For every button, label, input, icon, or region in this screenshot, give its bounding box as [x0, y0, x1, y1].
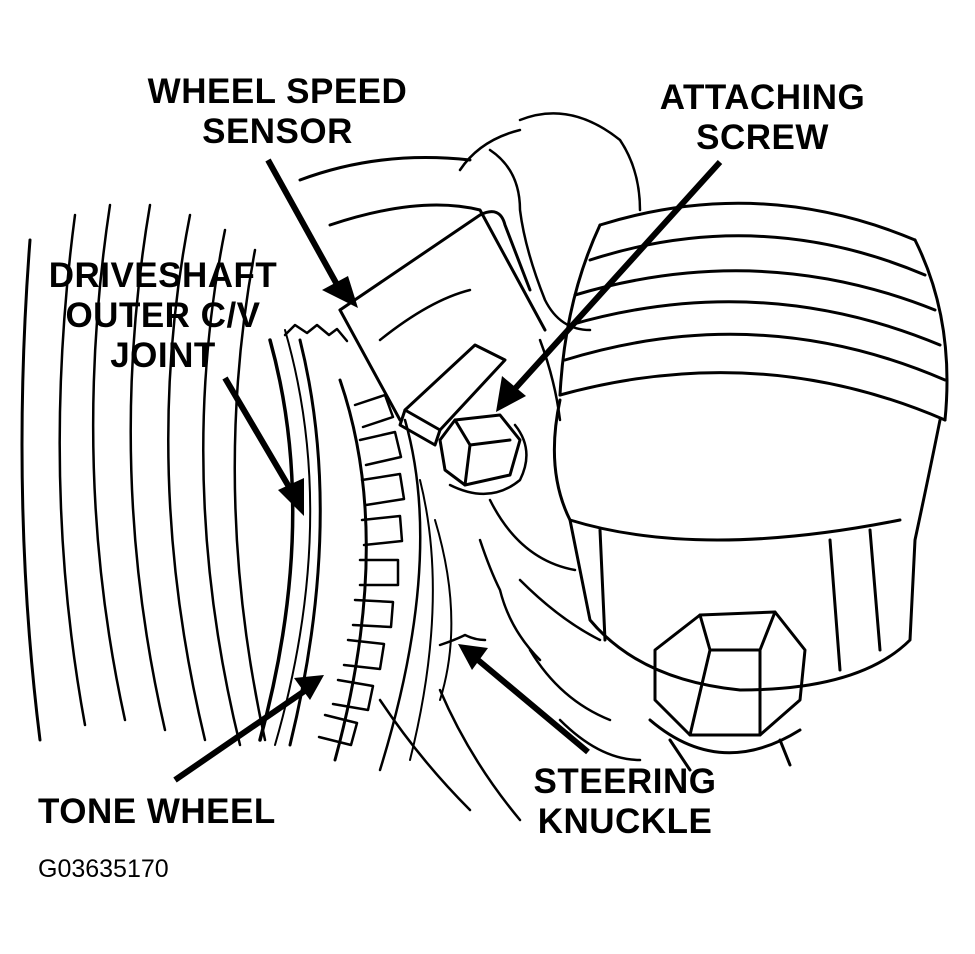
arrowhead-wheel-speed-sensor — [322, 276, 358, 308]
label-steering-knuckle: STEERING KNUCKLE — [520, 762, 730, 842]
cv-joint-outline — [20, 238, 42, 742]
attaching-screw-icon — [438, 413, 528, 496]
arrowhead-tone-wheel — [294, 675, 324, 700]
figure-code: G03635170 — [38, 855, 169, 883]
label-line: SENSOR — [202, 112, 353, 151]
sensor-upper-bracket — [328, 203, 547, 332]
arrow-driveshaft — [222, 376, 295, 494]
tone-wheel-top-teeth — [283, 323, 349, 343]
arrow-attaching-screw — [509, 159, 723, 395]
axle-nut-icon — [648, 610, 807, 772]
label-line: DRIVESHAFT — [48, 256, 278, 295]
steering-knuckle-body — [378, 498, 642, 822]
hub-rib-3 — [563, 332, 947, 382]
tone-wheel-outer-edge — [333, 378, 368, 762]
arrowhead-attaching-screw — [496, 376, 526, 412]
label-attaching-screw: ATTACHING SCREW — [650, 78, 875, 158]
screw-hex-head — [438, 413, 522, 487]
label-line: WHEEL SPEED — [147, 72, 408, 111]
label-line: ATTACHING — [659, 78, 866, 117]
hub-collar — [552, 398, 942, 692]
arrowhead-driveshaft — [278, 478, 304, 516]
tone-wheel-teeth — [317, 393, 406, 747]
label-line: JOINT — [110, 336, 216, 375]
arrowhead-steering-knuckle — [458, 644, 488, 670]
cv-joint-housing — [20, 203, 312, 747]
cv-joint-face-edge — [258, 338, 295, 742]
leader-arrows — [173, 158, 723, 783]
label-line: KNUCKLE — [537, 802, 713, 841]
label-wheel-speed-sensor: WHEEL SPEED SENSOR — [140, 72, 415, 152]
hub-rib-2 — [573, 269, 937, 312]
sensor-barrel — [338, 210, 532, 312]
knuckle-upper-casting — [378, 112, 642, 422]
tone-wheel-rim — [378, 418, 422, 772]
arrow-tone-wheel — [173, 687, 308, 783]
hub-rib-1 — [598, 201, 917, 242]
label-line: TONE WHEEL — [38, 792, 276, 831]
wheel-speed-sensor-body — [298, 156, 547, 447]
label-driveshaft-outer-cv-joint: DRIVESHAFT OUTER C/V JOINT — [38, 256, 288, 376]
label-line: SCREW — [696, 118, 829, 157]
label-line: STEERING — [533, 762, 717, 801]
arrow-steering-knuckle — [476, 657, 590, 755]
sensor-mount-plate — [403, 343, 507, 432]
screw-washer — [448, 423, 528, 496]
label-tone-wheel: TONE WHEEL — [38, 792, 286, 832]
arrow-wheel-speed-sensor — [265, 158, 343, 292]
label-line: OUTER C/V — [65, 296, 261, 335]
hub-assembly — [552, 201, 949, 692]
